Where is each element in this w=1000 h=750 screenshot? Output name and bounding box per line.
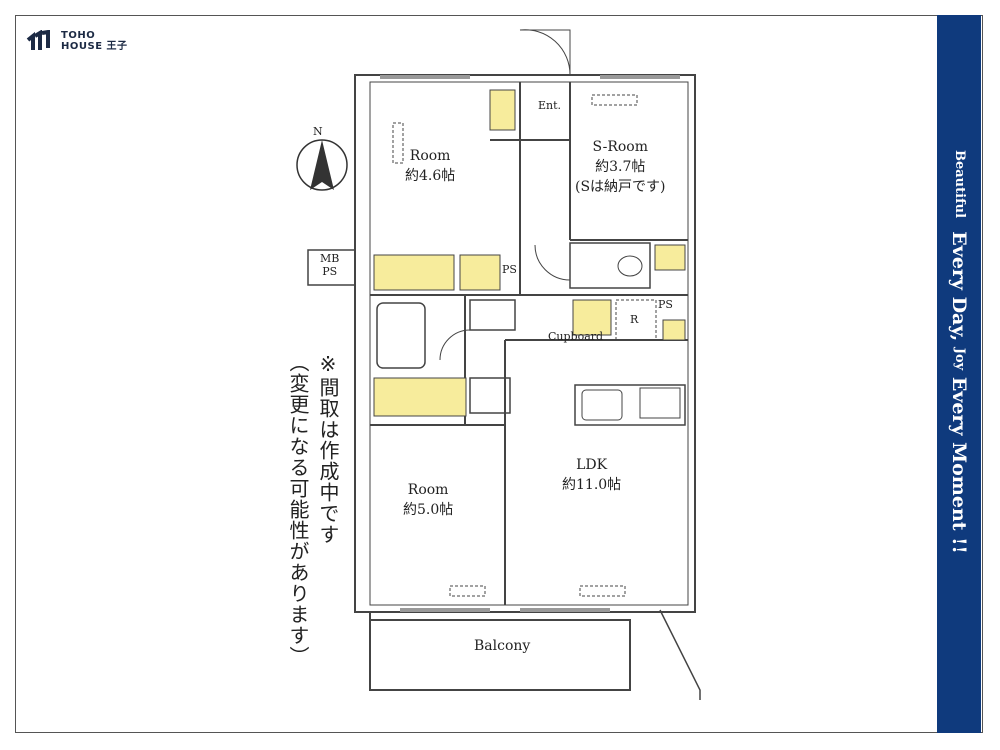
balcony-label: Balcony [474,638,531,654]
note-subject-to-change: （変更になる可能性があります） [286,352,310,667]
logo-line2: HOUSE 王子 [61,41,128,52]
tagline-band: Beautiful Every Day, Joy Every Moment !! [937,15,981,733]
ps-label: PS [502,263,517,276]
entrance-label: Ent. [538,99,562,112]
tagline-small: Beautiful [952,150,967,219]
page-frame [15,15,983,733]
balcony-wall [369,612,631,691]
compass-icon [296,139,348,191]
ps-label-2: PS [658,298,673,311]
storage-closets [373,89,686,417]
logo-mark-icon [26,30,50,50]
tagline-main: Every Day, [948,231,970,348]
refrigerator-label: R [630,313,639,326]
tagline-joy: Joy [952,347,967,371]
tagline-rest: Every Moment !! [948,370,970,554]
compass-label: N [313,125,323,138]
cupboard-label: Cupboard [548,330,604,343]
tagline: Beautiful Every Day, Joy Every Moment !! [937,150,981,554]
note-under-construction: ※間取は作成中です [316,352,340,545]
outer-wall [354,74,696,613]
logo-line1: TOHO [61,30,96,41]
